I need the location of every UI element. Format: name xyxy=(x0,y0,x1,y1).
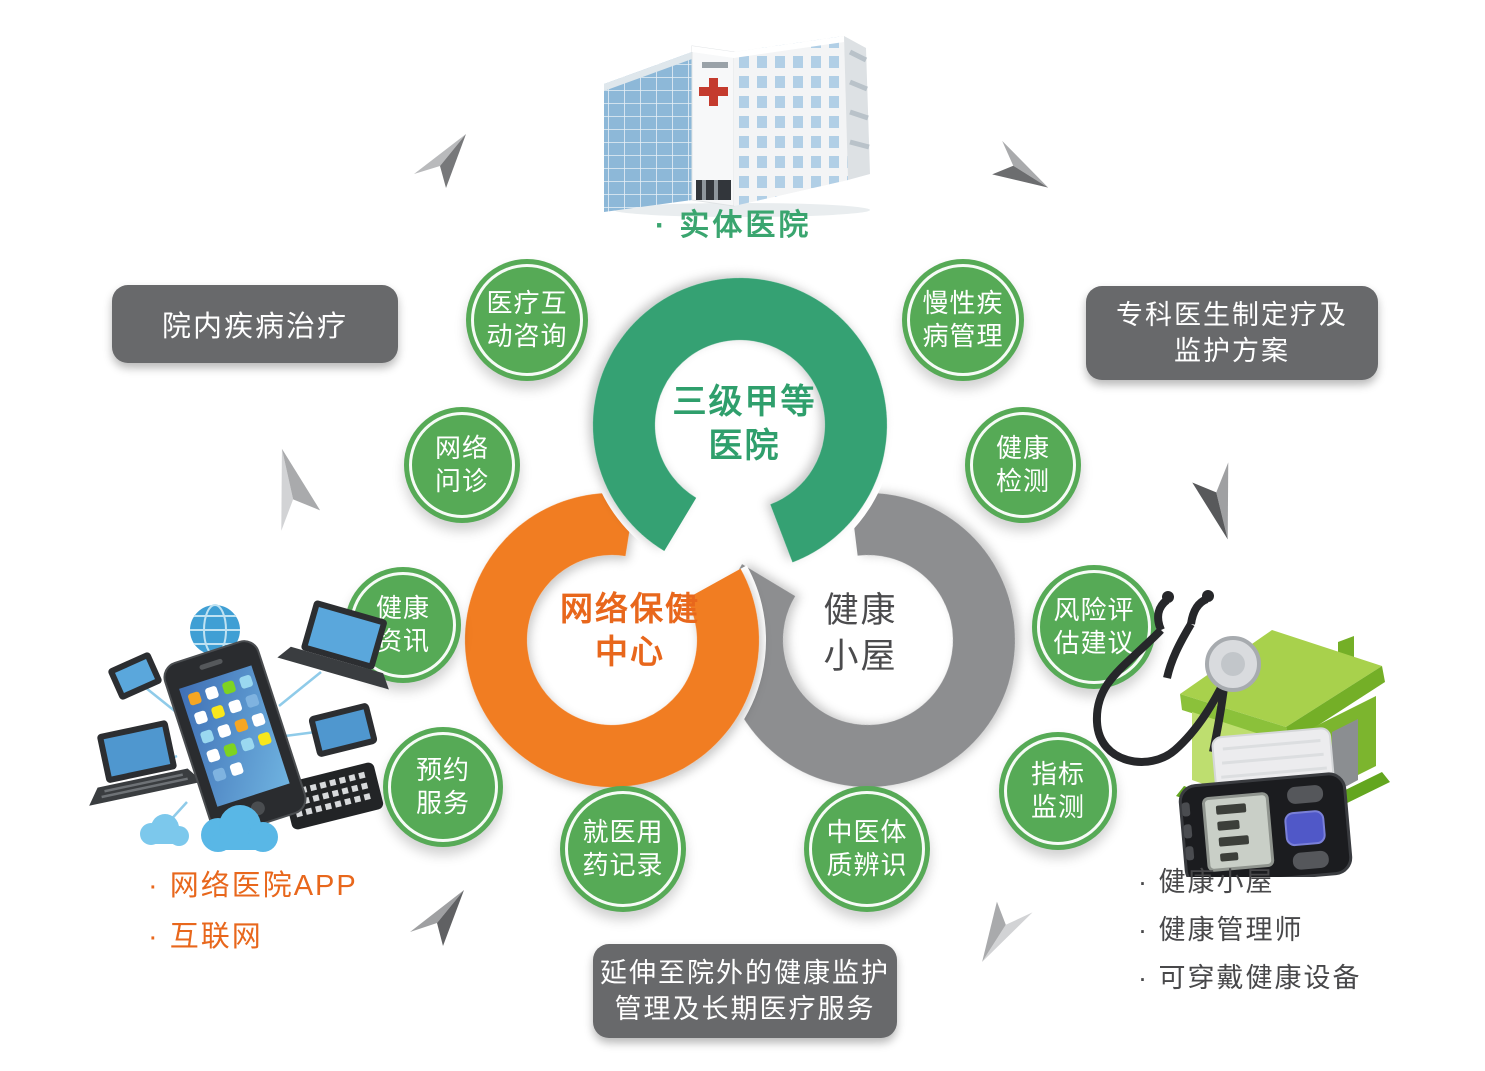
interlocking-rings xyxy=(458,271,1022,794)
connected-devices-icon xyxy=(89,600,389,852)
arrow-icon-bottom-right xyxy=(968,888,1040,964)
ring-network-line1: 网络保健 xyxy=(560,590,700,627)
service-circle-indicator-monitor: 指标监测 xyxy=(999,732,1117,850)
service-circle-medical-consult: 医疗互动咨询 xyxy=(466,259,588,381)
smartphone-icon xyxy=(163,640,307,836)
ring-cabin-line1: 健康 xyxy=(823,591,898,630)
service-circle-appointment: 预约服务 xyxy=(383,727,503,847)
box-specialist-plan: 专科医生制定疗及 监护方案 xyxy=(1086,286,1378,380)
left-list-item-internet: · 互联网 xyxy=(148,921,263,953)
service-circle-medication-record: 就医用药记录 xyxy=(560,786,686,912)
left-bullet-list: · 网络医院APP · 互联网 xyxy=(148,862,358,964)
right-list-item-cabin: · 健康小屋 xyxy=(1138,867,1275,897)
arrow-icon-bottom-left xyxy=(408,888,470,955)
arrow-icon-mid-left xyxy=(238,441,349,551)
cloud-icon xyxy=(201,805,278,852)
ring-label-hospital: 三级甲等 医院 xyxy=(652,380,837,468)
right-list-item-manager: · 健康管理师 xyxy=(1138,915,1304,945)
box-right-line2: 监护方案 xyxy=(1174,336,1290,366)
service-circle-chronic-disease: 慢性疾病管理 xyxy=(902,259,1024,381)
bp-monitor-icon xyxy=(1178,727,1353,877)
tablet-right-icon xyxy=(308,703,378,757)
ring-network-line2: 中心 xyxy=(595,632,665,670)
keyboard-icon xyxy=(282,762,384,830)
ring-hospital-line1: 三级甲等 xyxy=(672,383,817,421)
ring-label-cabin: 健康 小屋 xyxy=(768,588,953,679)
service-circle-health-check: 健康检测 xyxy=(965,407,1081,523)
box-bottom-line2: 管理及长期医疗服务 xyxy=(614,994,876,1024)
health-home-icon xyxy=(1092,590,1390,877)
service-circle-risk-assessment: 风险评估建议 xyxy=(1032,565,1156,689)
arrow-icon-top-right xyxy=(979,134,1051,201)
ring-cabin-line2: 小屋 xyxy=(823,636,898,676)
service-circle-health-info: 健康资讯 xyxy=(345,567,461,683)
hospital-building-icon xyxy=(604,36,870,217)
arrow-icon-top-left xyxy=(412,132,472,197)
globe-icon xyxy=(190,604,240,656)
tablet-small-icon xyxy=(108,652,162,700)
ring-network-center xyxy=(458,486,766,794)
right-list-item-wearable: · 可穿戴健康设备 xyxy=(1138,963,1362,993)
laptop-right-icon xyxy=(277,600,389,690)
right-bullet-list: · 健康小屋 · 健康管理师 · 可穿戴健康设备 xyxy=(1138,860,1362,1004)
box-out-of-hospital-care: 延伸至院外的健康监护 管理及长期医疗服务 xyxy=(593,944,897,1038)
ring-hospital-line2: 医院 xyxy=(708,427,781,466)
arrow-icon-mid-right xyxy=(1166,445,1268,546)
cloud-small-icon xyxy=(140,814,189,846)
hospital-label: · 实体医院 xyxy=(655,209,812,242)
box-in-hospital-treatment: 院内疾病治疗 xyxy=(112,285,398,363)
box-right-line1: 专科医生制定疗及 xyxy=(1116,299,1348,330)
laptop-left-icon xyxy=(89,720,203,806)
left-list-item-app: · 网络医院APP xyxy=(148,870,358,902)
service-circle-tcm-constitution: 中医体质辨识 xyxy=(804,786,930,912)
service-circle-online-inquiry: 网络问诊 xyxy=(404,407,520,523)
box-left-text: 院内疾病治疗 xyxy=(161,311,348,343)
ring-hospital xyxy=(586,271,895,579)
box-bottom-line1: 延伸至院外的健康监护 xyxy=(600,957,890,988)
ring-label-network: 网络保健 中心 xyxy=(535,588,725,674)
